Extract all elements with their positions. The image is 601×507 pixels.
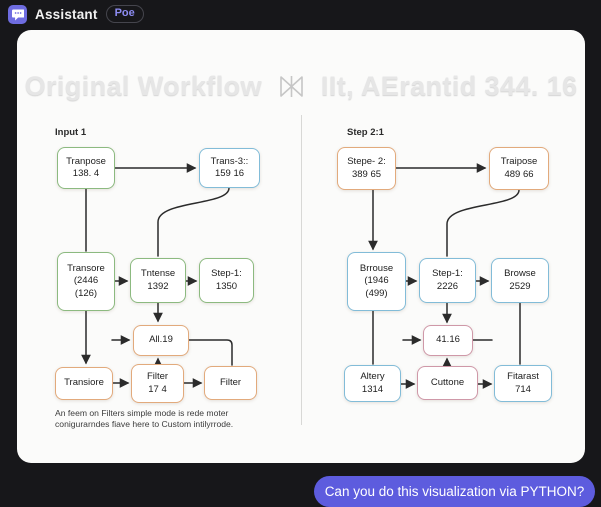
bot-avatar[interactable] (8, 4, 27, 24)
footnote-line-2: conigurarndes fiave here to Custom intil… (55, 419, 234, 429)
diagram-node-transiore: Transiore (55, 367, 113, 400)
chat-header: Assistant Poe (0, 0, 601, 28)
chat-bubble-icon (12, 9, 24, 20)
panel-divider (301, 115, 302, 425)
poe-badge[interactable]: Poe (105, 5, 144, 23)
canvas-title-right: IIt, AErantid 344. 16 (320, 70, 578, 101)
diagram-node-all-19: All.19 (133, 325, 189, 356)
diagram-node-stepe-2: Stepe- 2:389 65 (337, 147, 396, 190)
diagram-edge-11 (188, 339, 233, 366)
diagram-node-cuttone: Cuttone (417, 366, 478, 400)
diagram-node-filter: Filter (204, 366, 257, 400)
canvas-title-left: Original Workflow (24, 70, 262, 101)
bowtie-icon (280, 75, 303, 97)
diagram-node-transore: Transore(2446(126) (57, 252, 115, 311)
diagram-edge-14 (446, 189, 520, 257)
diagram-edges-layer (81, 163, 521, 389)
diagram-node-step-1-right: Step-1:2226 (419, 258, 476, 303)
user-message-text: Can you do this visualization via PYTHON… (324, 484, 585, 499)
right-panel-label: Step 2:1 (347, 127, 384, 138)
diagram-node-trans-3: Trans-3::159 16 (199, 148, 260, 188)
attachment-image-card[interactable]: Original Workflow IIt, AErantid 344. 16 … (17, 30, 585, 463)
left-panel-label: Input 1 (55, 127, 87, 138)
diagram-edge-2 (157, 187, 230, 257)
canvas-title-row: Original Workflow IIt, AErantid 344. 16 (17, 66, 585, 106)
footnote-line-1: An feem on Filters simple mode is rede m… (55, 408, 229, 418)
user-message-bubble: Can you do this visualization via PYTHON… (314, 476, 595, 507)
diagram-node-41-16: 41.16 (423, 325, 473, 356)
diagram-node-step-1-left: Step-1:1350 (199, 258, 254, 303)
bot-name: Assistant (35, 6, 98, 22)
diagram-footnote: An feem on Filters simple mode is rede m… (55, 408, 305, 430)
diagram-node-brrouse: Brrouse(1946(499) (347, 252, 406, 311)
